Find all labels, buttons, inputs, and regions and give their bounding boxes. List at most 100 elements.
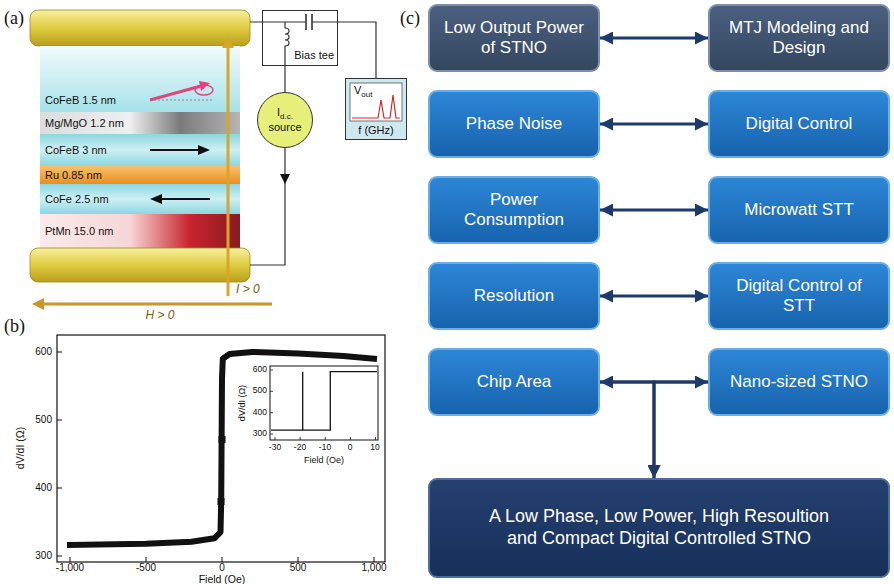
inset-tick: 0 bbox=[348, 443, 353, 453]
node-text: V bbox=[354, 84, 361, 96]
wire bbox=[250, 148, 285, 265]
node-text: Digital Control bbox=[746, 114, 853, 133]
axis-tick: 0 bbox=[219, 562, 225, 574]
node-text: I bbox=[277, 106, 280, 118]
axis-tick: 600 bbox=[35, 346, 52, 358]
text-line: Microwatt STT bbox=[744, 200, 854, 220]
spacer-layer bbox=[40, 166, 240, 184]
inductor-symbol bbox=[285, 22, 289, 66]
text-line: source bbox=[268, 121, 301, 134]
data-marker bbox=[219, 436, 226, 443]
bottom-electrode bbox=[30, 248, 250, 282]
spectrum-peaks bbox=[352, 95, 400, 118]
inset-tick: -20 bbox=[294, 443, 306, 453]
inset-ticks bbox=[270, 370, 376, 440]
panel-label: (a) bbox=[4, 8, 24, 29]
node-text: Microwatt STT bbox=[744, 200, 854, 219]
solution-box: Digital Control of STT bbox=[708, 262, 890, 330]
axis-title: dV/dI (Ω) bbox=[14, 427, 26, 469]
pinned-layer bbox=[40, 184, 240, 214]
node-text: d.c. bbox=[280, 112, 293, 121]
text-line: Mg/MgO 1.2 nm bbox=[45, 117, 124, 130]
node-text: Bias tee bbox=[294, 49, 334, 61]
node-text: CoFeB 3 nm bbox=[45, 144, 107, 156]
problem-box: Chip Area bbox=[428, 348, 600, 416]
solution-box: MTJ Modeling and Design bbox=[708, 4, 890, 72]
node-text: Phase Noise bbox=[466, 114, 562, 133]
current-arrow bbox=[280, 174, 290, 184]
result-box: A Low Phase, Low Power, High Resoultion … bbox=[428, 478, 890, 578]
spectrum-window bbox=[350, 83, 402, 121]
circuit-wire bbox=[338, 22, 376, 78]
node-text: Power Consumption bbox=[464, 190, 564, 229]
magnetization-arrow bbox=[161, 198, 210, 200]
axis-tick: -500 bbox=[136, 562, 156, 574]
node-text: Mg/MgO 1.2 nm bbox=[45, 117, 124, 129]
node-text: Ru 0.85 nm bbox=[45, 169, 102, 181]
text-line: f (GHz) bbox=[346, 124, 406, 137]
solution-box: Nano-sized STNO bbox=[708, 348, 890, 416]
hysteresis-loop bbox=[271, 372, 377, 431]
reference-dashline bbox=[150, 100, 214, 101]
inset-frame bbox=[270, 366, 378, 440]
inset-tick: 10 bbox=[370, 443, 379, 453]
magnetization-arrow bbox=[150, 86, 201, 100]
free-layer bbox=[40, 46, 240, 112]
panel-label: (c) bbox=[400, 8, 420, 29]
inset-axis-title: dV/dI (Ω) bbox=[237, 385, 247, 421]
solution-box: Microwatt STT bbox=[708, 176, 890, 244]
inset-tick: 400 bbox=[253, 408, 267, 418]
node-text: Low Output Power of STNO bbox=[444, 18, 584, 57]
node-text: CoFe 2.5 nm bbox=[45, 193, 109, 205]
precession-orbit bbox=[195, 85, 213, 95]
arrow-head bbox=[198, 145, 210, 155]
inset-tick: 600 bbox=[253, 365, 267, 375]
node-text: CoFeB 1.5 nm bbox=[45, 94, 116, 106]
axis-tick: 500 bbox=[35, 414, 52, 426]
layer-band: Mg/MgO 1.2 nm bbox=[40, 112, 240, 134]
problem-box: Power Consumption bbox=[428, 176, 600, 244]
node-text: Nano-sized STNO bbox=[730, 372, 868, 391]
node-text: source bbox=[268, 121, 301, 133]
node-text: A Low Phase, Low Power, High Resoultion … bbox=[489, 506, 829, 548]
layer-band: Ru 0.85 nm bbox=[40, 166, 240, 184]
axis-title: Field (Oe) bbox=[199, 573, 246, 584]
text-line: Phase Noise bbox=[466, 114, 562, 134]
inset-tick: 300 bbox=[253, 429, 267, 439]
output-panel bbox=[345, 78, 407, 140]
output-spectrum: Vout f (GHz) bbox=[345, 78, 407, 140]
axis-tick: -1,000 bbox=[56, 562, 84, 574]
text-line: PtMn 15.0 nm bbox=[45, 225, 113, 238]
problem-box: Resolution bbox=[428, 262, 600, 330]
text-line: CoFe 2.5 nm bbox=[45, 193, 109, 206]
field-label: H > 0 bbox=[145, 309, 174, 323]
current-direction-arrow bbox=[227, 46, 230, 296]
flow-arrow bbox=[600, 37, 708, 40]
axis-tick: 400 bbox=[35, 482, 52, 494]
capacitor-symbol bbox=[306, 14, 312, 30]
node-text: PtMn 15.0 nm bbox=[45, 225, 113, 237]
layer-band: PtMn 15.0 nm bbox=[40, 214, 240, 248]
layer-band: CoFeB 1.5 nm bbox=[40, 46, 240, 112]
top-electrode bbox=[30, 10, 250, 46]
arrow-head bbox=[32, 298, 44, 310]
reference-layer bbox=[40, 134, 240, 166]
axis-tick: 500 bbox=[290, 562, 307, 574]
arrow-head bbox=[150, 194, 162, 204]
node-text: Digital Control of STT bbox=[736, 276, 862, 315]
current-label: I > 0 bbox=[236, 283, 260, 297]
arrow-head bbox=[222, 36, 234, 48]
node-text: f (GHz) bbox=[358, 124, 393, 136]
inset-tick: -10 bbox=[319, 443, 331, 453]
text-line: Digital Control of STT bbox=[718, 276, 880, 317]
problem-box: Phase Noise bbox=[428, 90, 600, 158]
text-line: CoFeB 1.5 nm bbox=[45, 94, 116, 107]
text-line: Bias tee bbox=[294, 49, 334, 62]
layer-band: CoFeB 3 nm bbox=[40, 134, 240, 166]
text-line: Vout bbox=[346, 84, 406, 99]
magnetization-arrow bbox=[150, 149, 199, 151]
wire bbox=[250, 21, 338, 22]
text-line: MTJ Modeling and Design bbox=[718, 18, 880, 59]
